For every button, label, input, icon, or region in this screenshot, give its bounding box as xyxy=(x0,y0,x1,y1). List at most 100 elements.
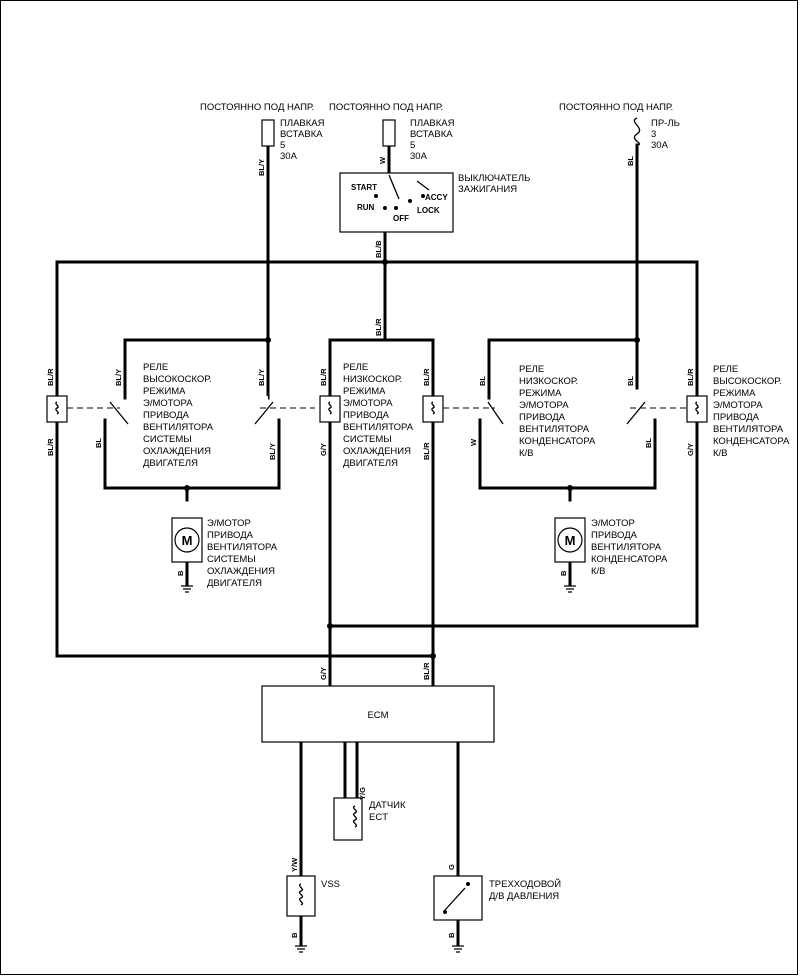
svg-text:РЕЛЕ: РЕЛЕ xyxy=(143,362,168,373)
svg-text:BL/R: BL/R xyxy=(46,368,55,386)
svg-text:СИСТЕМЫ: СИСТЕМЫ xyxy=(143,434,192,445)
motor-2-label: Э/МОТОР ПРИВОДА ВЕНТИЛЯТОРА КОНДЕНСАТОРА… xyxy=(591,518,668,577)
svg-text:КОНДЕНСАТОРА: КОНДЕНСАТОРА xyxy=(591,554,668,565)
sensor-labels: ДАТЧИК ECT VSS ТРЕХХОДОВОЙ Д/В ДАВЛЕНИЯ xyxy=(321,800,561,902)
svg-text:B: B xyxy=(290,932,299,938)
svg-text:BL/R: BL/R xyxy=(422,368,431,386)
svg-text:BL/Y: BL/Y xyxy=(257,369,266,386)
svg-text:BL/R: BL/R xyxy=(46,438,55,456)
svg-text:BL: BL xyxy=(94,438,103,448)
svg-text:BL/Y: BL/Y xyxy=(114,369,123,386)
svg-text:ВЫКЛЮЧАТЕЛЬ: ВЫКЛЮЧАТЕЛЬ xyxy=(458,173,530,184)
svg-text:Э/МОТОРА: Э/МОТОРА xyxy=(343,398,393,409)
svg-text:BL/Y: BL/Y xyxy=(257,159,266,176)
svg-text:ПРИВОДА: ПРИВОДА xyxy=(519,412,566,423)
svg-text:BL/B: BL/B xyxy=(374,240,383,258)
relay-3-label: РЕЛЕ НИЗКОСКОР. РЕЖИМА Э/МОТОРА ПРИВОДА … xyxy=(519,364,596,459)
svg-text:5: 5 xyxy=(410,140,415,151)
fuse-1-label: ПЛАВКАЯ ВСТАВКА 5 30A xyxy=(280,118,325,162)
ecm-box: ECM xyxy=(261,685,495,743)
svg-text:ОХЛАЖДЕНИЯ: ОХЛАЖДЕНИЯ xyxy=(207,566,275,577)
svg-text:G/Y: G/Y xyxy=(319,667,328,680)
svg-text:Э/МОТОРА: Э/МОТОРА xyxy=(519,400,569,411)
relay-1-label: РЕЛЕ ВЫСОКОСКОР. РЕЖИМА Э/МОТОРА ПРИВОДА… xyxy=(143,362,214,469)
motor-2-symbol: M xyxy=(565,533,576,548)
motor-2: M xyxy=(554,517,586,563)
svg-text:BL: BL xyxy=(626,376,635,386)
motor-1: M xyxy=(171,517,203,563)
wire-codes: BL/Y W BL BL/B BL/R BL/R BL/Y BL/Y BL/R … xyxy=(46,156,695,938)
svg-text:РЕЖИМА: РЕЖИМА xyxy=(713,388,756,399)
svg-text:ВЕНТИЛЯТОРА: ВЕНТИЛЯТОРА xyxy=(591,542,662,553)
svg-text:ДВИГАТЕЛЯ: ДВИГАТЕЛЯ xyxy=(143,458,198,469)
svg-text:BL: BL xyxy=(644,438,653,448)
svg-text:ОХЛАЖДЕНИЯ: ОХЛАЖДЕНИЯ xyxy=(343,446,411,457)
svg-text:ПРИВОДА: ПРИВОДА xyxy=(713,412,760,423)
vss-label: VSS xyxy=(321,879,340,890)
ignition-switch xyxy=(339,172,454,233)
ect-label-1: ДАТЧИК xyxy=(369,800,406,811)
svg-text:ВСТАВКА: ВСТАВКА xyxy=(410,129,453,140)
svg-text:К/В: К/В xyxy=(519,448,534,459)
pressure-label-2: Д/В ДАВЛЕНИЯ xyxy=(489,891,559,902)
svg-text:W: W xyxy=(378,156,387,164)
fuse-1 xyxy=(261,119,275,147)
svg-text:ВЕНТИЛЯТОРА: ВЕНТИЛЯТОРА xyxy=(519,424,590,435)
supply-label-center: ПОСТОЯННО ПОД НАПР. xyxy=(329,102,443,113)
svg-text:РЕЛЕ: РЕЛЕ xyxy=(713,364,738,375)
pressure-switch xyxy=(433,875,483,921)
svg-text:Э/МОТОРА: Э/МОТОРА xyxy=(713,400,763,411)
ground-symbols xyxy=(181,585,576,953)
svg-text:30A: 30A xyxy=(651,140,669,151)
svg-text:G: G xyxy=(447,864,456,870)
svg-text:ВЕНТИЛЯТОРА: ВЕНТИЛЯТОРА xyxy=(207,542,278,553)
svg-text:ПРИВОДА: ПРИВОДА xyxy=(343,410,390,421)
motor-1-symbol: M xyxy=(182,533,193,548)
fuse-3-label: ПР-ЛЬ 3 30A xyxy=(651,118,680,151)
svg-text:BL: BL xyxy=(478,376,487,386)
svg-text:BL/Y: BL/Y xyxy=(268,443,277,460)
svg-text:OFF: OFF xyxy=(393,214,409,223)
svg-text:BL/R: BL/R xyxy=(686,368,695,386)
svg-text:BL/R: BL/R xyxy=(422,662,431,680)
svg-text:РЕЛЕ: РЕЛЕ xyxy=(343,362,368,373)
svg-text:G/Y: G/Y xyxy=(686,443,695,456)
svg-text:Э/МОТОРА: Э/МОТОРА xyxy=(143,398,193,409)
fuse-2-label: ПЛАВКАЯ ВСТАВКА 5 30A xyxy=(410,118,455,162)
svg-text:5: 5 xyxy=(280,140,285,151)
svg-text:ВСТАВКА: ВСТАВКА xyxy=(280,129,323,140)
svg-text:ВЕНТИЛЯТОРА: ВЕНТИЛЯТОРА xyxy=(143,422,214,433)
svg-text:BL/R: BL/R xyxy=(319,368,328,386)
fuse-2 xyxy=(382,119,396,147)
svg-text:ДВИГАТЕЛЯ: ДВИГАТЕЛЯ xyxy=(207,578,262,589)
svg-text:РЕЖИМА: РЕЖИМА xyxy=(519,388,562,399)
vss-sensor xyxy=(286,875,316,917)
svg-text:КОНДЕНСАТОРА: КОНДЕНСАТОРА xyxy=(713,436,790,447)
svg-text:ОХЛАЖДЕНИЯ: ОХЛАЖДЕНИЯ xyxy=(143,446,211,457)
svg-text:RUN: RUN xyxy=(357,203,375,212)
relay-2-3-coils xyxy=(319,395,504,425)
svg-text:W: W xyxy=(469,438,478,446)
svg-text:LOCK: LOCK xyxy=(417,206,440,215)
svg-text:НИЗКОСКОР.: НИЗКОСКОР. xyxy=(343,374,402,385)
motor-1-label: Э/МОТОР ПРИВОДА ВЕНТИЛЯТОРА СИСТЕМЫ ОХЛА… xyxy=(207,518,278,589)
svg-text:30A: 30A xyxy=(280,151,298,162)
svg-text:ПЛАВКАЯ: ПЛАВКАЯ xyxy=(410,118,455,129)
ect-sensor xyxy=(333,797,363,841)
svg-text:Э/МОТОР: Э/МОТОР xyxy=(591,518,635,529)
relay-1 xyxy=(46,395,315,425)
svg-text:НИЗКОСКОР.: НИЗКОСКОР. xyxy=(519,376,578,387)
svg-text:BL/R: BL/R xyxy=(374,318,383,336)
svg-text:ДВИГАТЕЛЯ: ДВИГАТЕЛЯ xyxy=(343,458,398,469)
svg-text:BL: BL xyxy=(626,156,635,166)
svg-text:КОНДЕНСАТОРА: КОНДЕНСАТОРА xyxy=(519,436,596,447)
svg-text:START: START xyxy=(351,183,377,192)
svg-text:СИСТЕМЫ: СИСТЕМЫ xyxy=(343,434,392,445)
svg-text:30A: 30A xyxy=(410,151,428,162)
svg-text:РЕЖИМА: РЕЖИМА xyxy=(343,386,386,397)
svg-text:B: B xyxy=(559,570,568,576)
supply-labels: ПОСТОЯННО ПОД НАПР. ПОСТОЯННО ПОД НАПР. … xyxy=(200,102,673,113)
svg-text:3: 3 xyxy=(651,129,656,140)
